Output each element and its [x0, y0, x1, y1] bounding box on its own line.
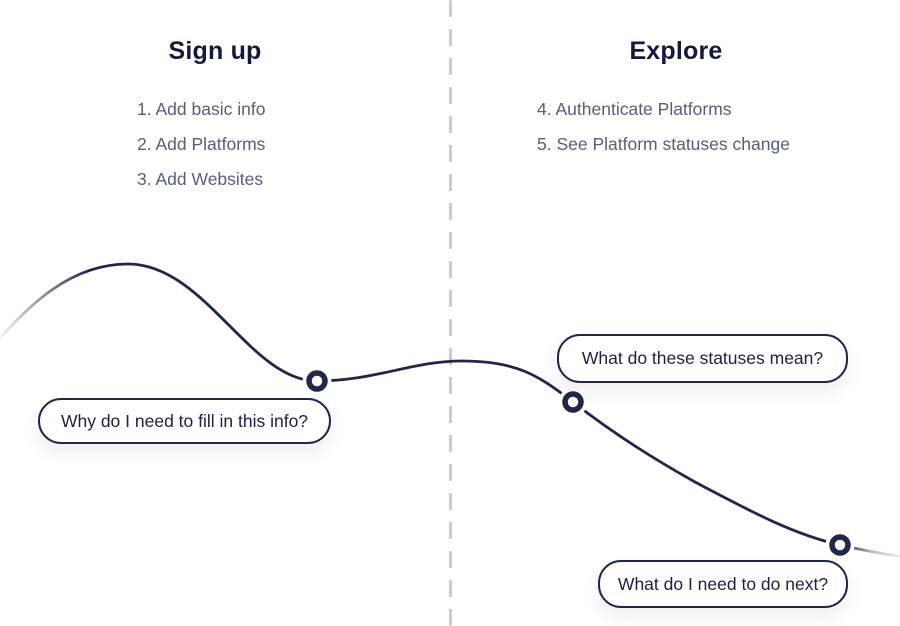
explore-steps: 4. Authenticate Platforms 5. See Platfor…: [537, 92, 790, 162]
signup-steps: 1. Add basic info 2. Add Platforms 3. Ad…: [137, 92, 265, 197]
step-add-websites: 3. Add Websites: [137, 169, 264, 189]
journey-point-signup: [306, 370, 328, 392]
journey-point-statuses: [562, 391, 584, 413]
step-see-statuses-change: 5. See Platform statuses change: [537, 134, 790, 154]
phase-title-explore: Explore: [629, 37, 723, 65]
phase-divider: [449, 0, 452, 626]
question-bubble-do-next: What do I need to do next?: [598, 560, 848, 608]
step-add-basic-info: 1. Add basic info: [137, 99, 266, 119]
step-authenticate-platforms: 4. Authenticate Platforms: [537, 99, 732, 119]
question-bubble-statuses-mean: What do these statuses mean?: [557, 334, 848, 383]
emotion-curve-path: [0, 262, 900, 558]
question-bubble-fill-info: Why do I need to fill in this info?: [38, 398, 331, 444]
step-add-platforms: 2. Add Platforms: [137, 134, 266, 154]
journey-point-next: [829, 534, 851, 556]
phase-title-signup: Sign up: [168, 37, 262, 65]
